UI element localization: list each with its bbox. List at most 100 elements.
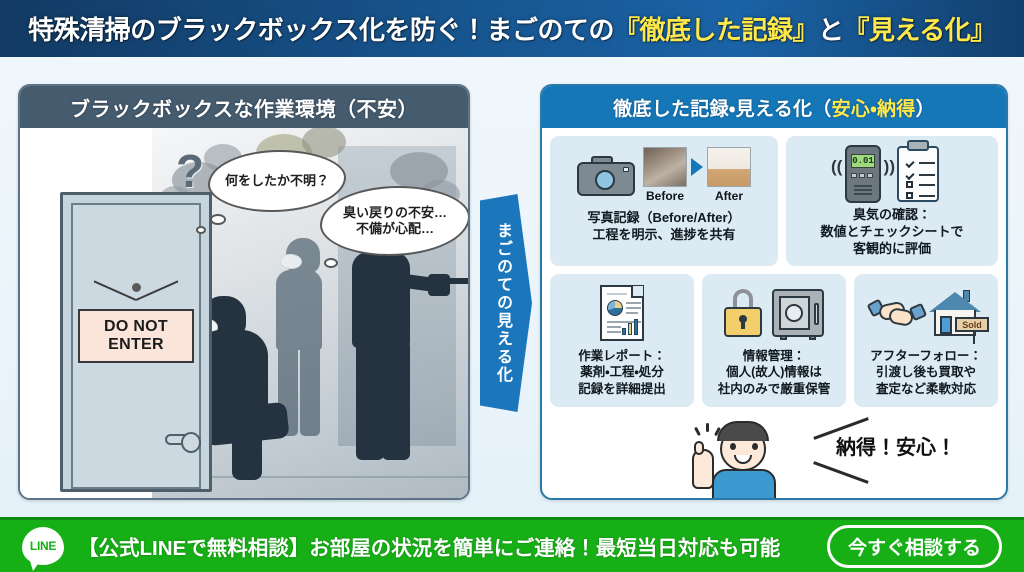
sparkle-icon bbox=[694, 426, 701, 437]
card-info-management-line3: 社内のみで厳重保管 bbox=[717, 381, 831, 396]
after-item: After bbox=[707, 147, 751, 203]
card-after-follow-line2: 引渡し後も買取や bbox=[875, 365, 976, 380]
signal-wave-left-icon: (( bbox=[831, 156, 843, 176]
document-line bbox=[626, 302, 641, 304]
detector-screen: 0.01 bbox=[851, 153, 875, 168]
person-thumbs-up-illustration bbox=[690, 415, 800, 498]
padlock-shackle bbox=[733, 289, 753, 311]
page-title-part-1: 特殊清掃のブラックボックス化を防ぐ！まごのての bbox=[28, 15, 614, 45]
card-info-management-line2: 個人(故人)情報は bbox=[726, 365, 822, 380]
clipboard-line bbox=[919, 183, 935, 187]
card-work-report-line3: 記録を詳細提出 bbox=[578, 381, 666, 396]
card-work-report-text: 作業レポート： 薬剤・工程・処分 記録を詳細提出 bbox=[578, 348, 666, 397]
right-arrow-icon bbox=[691, 158, 703, 176]
room-floor-line bbox=[152, 476, 468, 478]
clipboard-checklist-icon bbox=[897, 139, 939, 202]
sign-line-1: DO NOT bbox=[103, 318, 169, 336]
thought-bubble-2: 臭い戻りの不安… 不備が心配… bbox=[320, 186, 468, 256]
card-work-report[interactable]: 作業レポート： 薬剤・工程・処分 記録を詳細提出 bbox=[550, 274, 694, 407]
sold-sign-post bbox=[972, 332, 975, 344]
thought-bubble-2-line-1: 臭い戻りの不安… bbox=[342, 205, 447, 221]
person-eye bbox=[752, 443, 758, 450]
card-row-2: 作業レポート： 薬剤・工程・処分 記録を詳細提出 bbox=[550, 274, 998, 407]
do-not-enter-sign: DO NOT ENTER bbox=[78, 309, 194, 363]
checkmark-icon bbox=[905, 158, 915, 168]
page-title-part-4-highlight: 『見える化』 bbox=[843, 15, 997, 45]
thought-bubble-1: 何をしたか不明？ bbox=[208, 150, 346, 212]
right-header-part-1: 徹底した記録・見える化（ bbox=[613, 98, 832, 120]
footer-cta-bar: LINE 【公式LINEで無料相談】お部屋の状況を簡単にご連絡！最短当日対応も可… bbox=[0, 517, 1024, 572]
left-panel-blackbox: ブラックボックスな作業環境（不安） bbox=[18, 84, 470, 500]
safe-dial bbox=[785, 304, 803, 322]
footer-message: 【公式LINEで無料相談】お部屋の状況を簡単にご連絡！最短当日対応も可能 bbox=[78, 537, 781, 560]
safe-leg bbox=[809, 335, 816, 340]
card-info-management-icons bbox=[706, 280, 842, 346]
transition-arrow-label: まごのての見える化 bbox=[494, 222, 511, 384]
padlock-icon bbox=[724, 289, 762, 337]
customer-quote: 納得！安心！ bbox=[836, 437, 956, 459]
card-after-follow-text: アフターフォロー： 引渡し後も買取や 査定など柔軟対応 bbox=[870, 348, 982, 397]
card-odor-check-text: 臭気の確認： 数値とチェックシートで 客観的に評価 bbox=[820, 207, 963, 258]
card-odor-check-icons: (( )) 0.01 bbox=[790, 139, 994, 205]
card-after-follow-line3: 査定など柔軟対応 bbox=[875, 381, 976, 396]
card-photo-record[interactable]: Before After 写真記録（Before/After） 工程を明示、進捗… bbox=[550, 136, 778, 266]
right-header-part-3: ） bbox=[915, 98, 935, 120]
left-panel-header-label: ブラックボックスな作業環境（不安） bbox=[70, 98, 418, 121]
line-icon[interactable]: LINE bbox=[22, 527, 64, 565]
card-info-management[interactable]: 情報管理： 個人(故人)情報は 社内のみで厳重保管 bbox=[702, 274, 846, 407]
camera-icon bbox=[577, 154, 635, 196]
person-eye bbox=[730, 443, 736, 450]
card-photo-record-title: 写真記録（Before/After） bbox=[587, 210, 741, 225]
detector-grill bbox=[854, 184, 872, 195]
clipboard-line bbox=[919, 173, 935, 177]
safe-leg bbox=[780, 335, 787, 340]
padlock-body bbox=[724, 307, 762, 337]
right-panel-header: 徹底した記録・見える化（安心・納得） bbox=[542, 86, 1006, 128]
after-label: After bbox=[714, 189, 743, 203]
sold-sign: Sold bbox=[955, 317, 989, 332]
page-title-part-3: と bbox=[818, 15, 844, 45]
question-mark-icon: ? bbox=[176, 145, 205, 197]
gas-detector-icon: 0.01 bbox=[845, 144, 881, 203]
document-line bbox=[607, 321, 641, 323]
card-odor-check[interactable]: (( )) 0.01 bbox=[786, 136, 998, 266]
checkbox-icon bbox=[906, 180, 913, 188]
card-after-follow[interactable]: Sold アフターフォロー： 引渡し後も買取や 査定など柔軟対応 bbox=[854, 274, 998, 407]
satisfied-customer-area: 納得！安心！ bbox=[550, 415, 998, 498]
person-hair bbox=[717, 421, 769, 441]
consult-now-button[interactable]: 今すぐ相談する bbox=[826, 524, 1002, 568]
detector-value: 0.01 bbox=[852, 155, 874, 166]
card-row-1: Before After 写真記録（Before/After） 工程を明示、進捗… bbox=[550, 136, 998, 266]
checkbox-icon bbox=[906, 191, 913, 199]
bar-chart-icon bbox=[622, 319, 638, 335]
report-document-icon bbox=[600, 285, 644, 341]
thought-dot-icon bbox=[210, 214, 226, 225]
document-line bbox=[626, 312, 638, 314]
transition-arrow: まごのての見える化 bbox=[480, 194, 532, 412]
sign-line-2: ENTER bbox=[108, 336, 164, 353]
thumbs-up-icon bbox=[694, 441, 704, 455]
right-panel-header-label: 徹底した記録・見える化（安心・納得） bbox=[613, 94, 935, 121]
safe-icon bbox=[772, 289, 824, 340]
house-sold-icon: Sold bbox=[927, 290, 989, 344]
document-fold bbox=[631, 286, 643, 298]
clipboard-line bbox=[919, 194, 935, 198]
detector-buttons bbox=[851, 172, 873, 178]
card-odor-check-line2: 数値とチェックシートで bbox=[820, 224, 964, 240]
clipboard-clamp bbox=[907, 139, 929, 151]
closed-door: DO NOT ENTER bbox=[60, 192, 212, 492]
page-header: 特殊清掃のブラックボックス化を防ぐ！まごのての『徹底した記録』と『見える化』 bbox=[0, 0, 1024, 57]
card-info-management-title: 情報管理： bbox=[742, 349, 806, 363]
document-line bbox=[626, 307, 641, 309]
document-line bbox=[607, 326, 621, 328]
card-info-management-text: 情報管理： 個人(故人)情報は 社内のみで厳重保管 bbox=[718, 348, 831, 397]
pie-chart-icon bbox=[607, 300, 623, 316]
page-title-part-2-highlight: 『徹底した記録』 bbox=[613, 15, 819, 45]
quote-line-bottom bbox=[813, 461, 869, 484]
clipboard-line bbox=[919, 161, 935, 165]
after-image bbox=[707, 147, 751, 187]
document-line bbox=[607, 331, 621, 333]
blackbox-illustration: DO NOT ENTER ? 何をしたか不明？ 臭い戻りの不安… 不備が心配… bbox=[20, 128, 468, 498]
handshake-icon bbox=[866, 293, 928, 333]
